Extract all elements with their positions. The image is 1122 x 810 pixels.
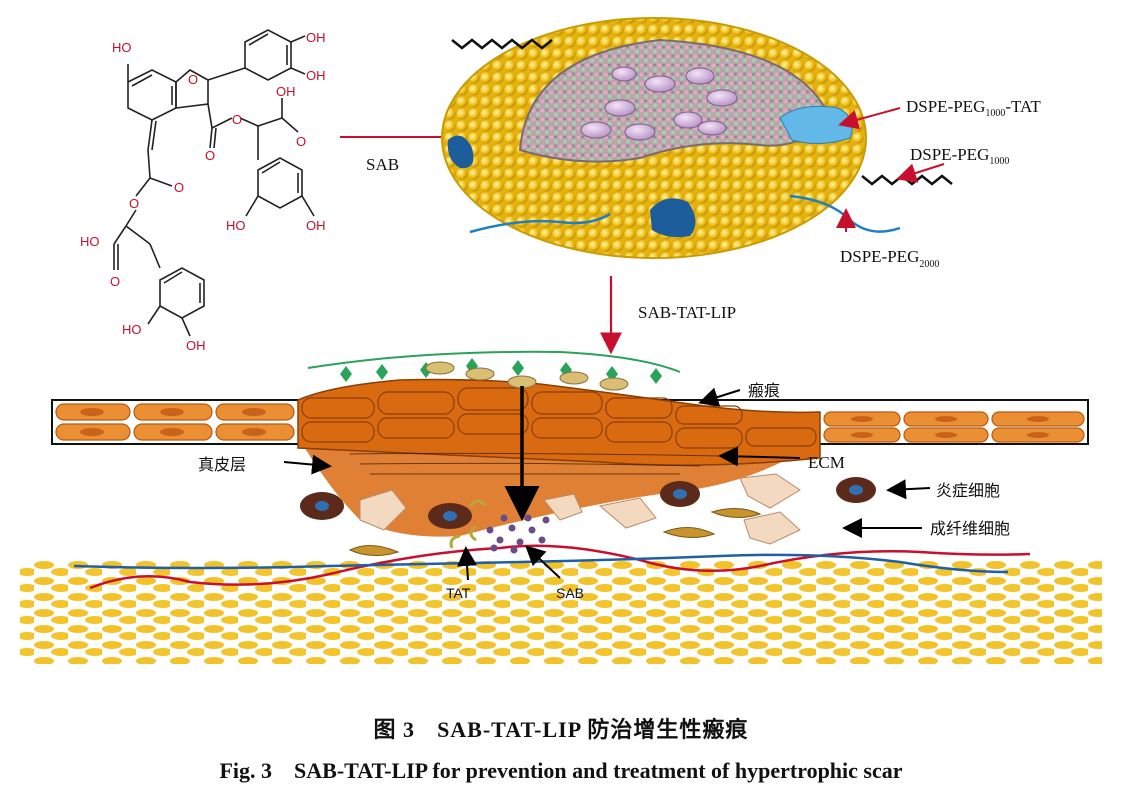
sab-label-liposome: SAB <box>366 155 399 174</box>
svg-text:O: O <box>296 134 306 149</box>
dspe-peg2000-label: DSPE-PEG2000 <box>840 247 939 270</box>
liposome <box>441 17 953 259</box>
tat-hooks <box>449 499 488 549</box>
sab-label-skin: SAB <box>556 585 584 601</box>
svg-text:O: O <box>129 196 139 211</box>
tat-patch <box>779 105 853 144</box>
cell-nuclei <box>80 408 1049 438</box>
inflammatory-label: 炎症细胞 <box>936 481 1000 500</box>
caption-en-number: Fig. 3 <box>219 758 273 783</box>
svg-text:OH: OH <box>186 338 206 353</box>
peg2000-chain-left <box>469 212 611 234</box>
skin-section <box>20 350 1102 664</box>
fibroblast-label: 成纤维细胞 <box>930 519 1010 538</box>
lipid-discs <box>425 361 629 391</box>
scar-label: 瘢痕 <box>748 381 780 400</box>
spindle-cells <box>348 508 762 556</box>
peg1000-arrow <box>896 163 945 183</box>
skin-labels: 瘢痕 真皮层 ECM 炎症细胞 成纤维细胞 TAT SAB <box>198 381 1010 601</box>
blood-vessel-red <box>89 544 1031 590</box>
inflammatory-arrow <box>886 479 931 500</box>
ecm-label: ECM <box>808 453 845 472</box>
green-membrane <box>307 350 681 373</box>
caption-en-text: SAB-TAT-LIP for prevention and treatment… <box>294 758 903 783</box>
svg-text:O: O <box>188 72 198 87</box>
scar-arrow <box>698 387 741 407</box>
caption-chinese: 图 3 SAB-TAT-LIP 防治增生性瘢痕 <box>0 712 1122 744</box>
peg-chain-top <box>451 38 553 50</box>
tat-label: TAT <box>446 585 471 601</box>
caption-english: Fig. 3 SAB-TAT-LIP for prevention and tre… <box>0 758 1122 784</box>
blue-blob-bottom <box>650 198 696 238</box>
svg-text:HO: HO <box>80 234 100 249</box>
svg-text:O: O <box>174 180 184 195</box>
dermis-label: 真皮层 <box>198 455 246 474</box>
tat-peg-arrow <box>838 107 901 130</box>
svg-text:OH: OH <box>306 30 326 45</box>
dspe-peg1000-label: DSPE-PEG1000 <box>910 145 1009 167</box>
drug-vesicles <box>580 66 738 141</box>
svg-text:HO: HO <box>226 218 246 233</box>
svg-text:OH: OH <box>306 68 326 83</box>
sab-particles <box>486 514 550 554</box>
caption-cn-text: SAB-TAT-LIP 防治增生性瘢痕 <box>437 717 749 742</box>
fat-layer <box>20 560 1102 664</box>
svg-text:O: O <box>205 148 215 163</box>
svg-text:O: O <box>110 274 120 289</box>
svg-text:HO: HO <box>122 322 142 337</box>
svg-text:HO: HO <box>112 40 132 55</box>
sab-arrow <box>525 545 561 579</box>
svg-text:O: O <box>232 112 242 127</box>
process-label: SAB-TAT-LIP <box>638 303 736 322</box>
dspe-peg1000-tat-label: DSPE-PEG1000-TAT <box>906 97 1041 119</box>
tat-arrow <box>457 546 478 581</box>
svg-text:OH: OH <box>306 218 326 233</box>
peg-chain-right <box>861 174 953 186</box>
blood-vessel-blue <box>73 553 1009 574</box>
ecm-fibers <box>349 452 721 475</box>
svg-text:OH: OH <box>276 84 296 99</box>
dermis-arrow <box>283 454 332 475</box>
molecule-atom-labels: HO OH OH O O O OH O O O HO O HO OH HO OH <box>80 30 326 353</box>
inflammatory-cells <box>300 477 876 529</box>
blue-blob-left <box>447 135 474 169</box>
caption-cn-number: 图 3 <box>373 717 416 742</box>
ecm-arrow <box>718 446 801 467</box>
salvianolic-acid-b-structure <box>113 29 315 337</box>
fibroblasts <box>359 473 801 545</box>
